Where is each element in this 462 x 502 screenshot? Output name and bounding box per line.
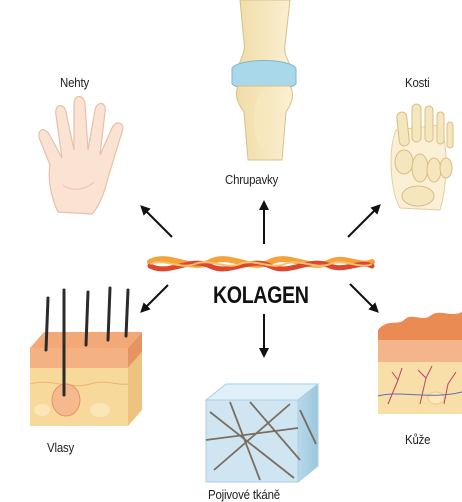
label-pojivove: Pojivové tkáně bbox=[208, 487, 280, 502]
arrow-to-nehty bbox=[143, 208, 172, 237]
hand-illustration bbox=[39, 97, 123, 215]
skin-layers-illustration bbox=[378, 312, 462, 414]
foot-bones-illustration bbox=[391, 104, 453, 210]
arrows bbox=[143, 204, 378, 354]
arrow-to-kuze bbox=[350, 284, 376, 310]
collagen-fiber-illustration bbox=[150, 259, 372, 269]
label-vlasy: Vlasy bbox=[47, 440, 74, 455]
arrow-to-kosti bbox=[348, 207, 378, 237]
hair-follicle-illustration bbox=[30, 288, 142, 426]
knee-illustration bbox=[232, 0, 296, 160]
label-kuze: Kůže bbox=[405, 432, 430, 447]
center-title: KOLAGEN bbox=[213, 282, 309, 310]
connective-tissue-cube-illustration bbox=[206, 384, 318, 482]
label-nehty: Nehty bbox=[60, 75, 89, 90]
arrow-to-vlasy bbox=[143, 285, 168, 310]
label-chrupavky: Chrupavky bbox=[225, 172, 278, 187]
label-kosti: Kosti bbox=[405, 75, 430, 90]
